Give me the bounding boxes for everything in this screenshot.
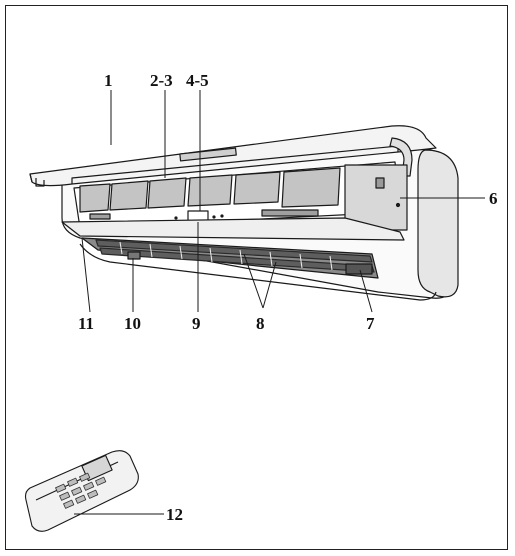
remote-control bbox=[24, 450, 139, 532]
callout-4-5: 4-5 bbox=[186, 71, 209, 90]
ionizer-block bbox=[345, 263, 373, 275]
callout-8: 8 bbox=[256, 314, 265, 333]
callout-7: 7 bbox=[366, 314, 375, 333]
remote-body bbox=[24, 450, 139, 532]
callout-12: 12 bbox=[166, 505, 183, 524]
remote-screen bbox=[81, 454, 113, 482]
callout-6: 6 bbox=[489, 189, 498, 208]
leader-7 bbox=[359, 269, 373, 313]
leader-11 bbox=[81, 237, 91, 313]
horizontal-louvers bbox=[95, 239, 375, 273]
vertical-louvers bbox=[119, 241, 333, 271]
leader-lines bbox=[74, 90, 485, 515]
callout-1: 1 bbox=[104, 71, 113, 90]
air-filters bbox=[79, 167, 341, 213]
callout-10: 10 bbox=[124, 314, 141, 333]
emergency-button bbox=[127, 251, 141, 260]
callout-2-3: 2-3 bbox=[150, 71, 173, 90]
leader-8b bbox=[262, 261, 277, 309]
callout-9: 9 bbox=[192, 314, 201, 333]
unit-side-panel bbox=[417, 149, 459, 298]
leader-8a bbox=[243, 253, 264, 309]
callout-11: 11 bbox=[78, 314, 95, 333]
panel-display-strip bbox=[179, 147, 237, 162]
indoor-unit bbox=[29, 125, 459, 301]
